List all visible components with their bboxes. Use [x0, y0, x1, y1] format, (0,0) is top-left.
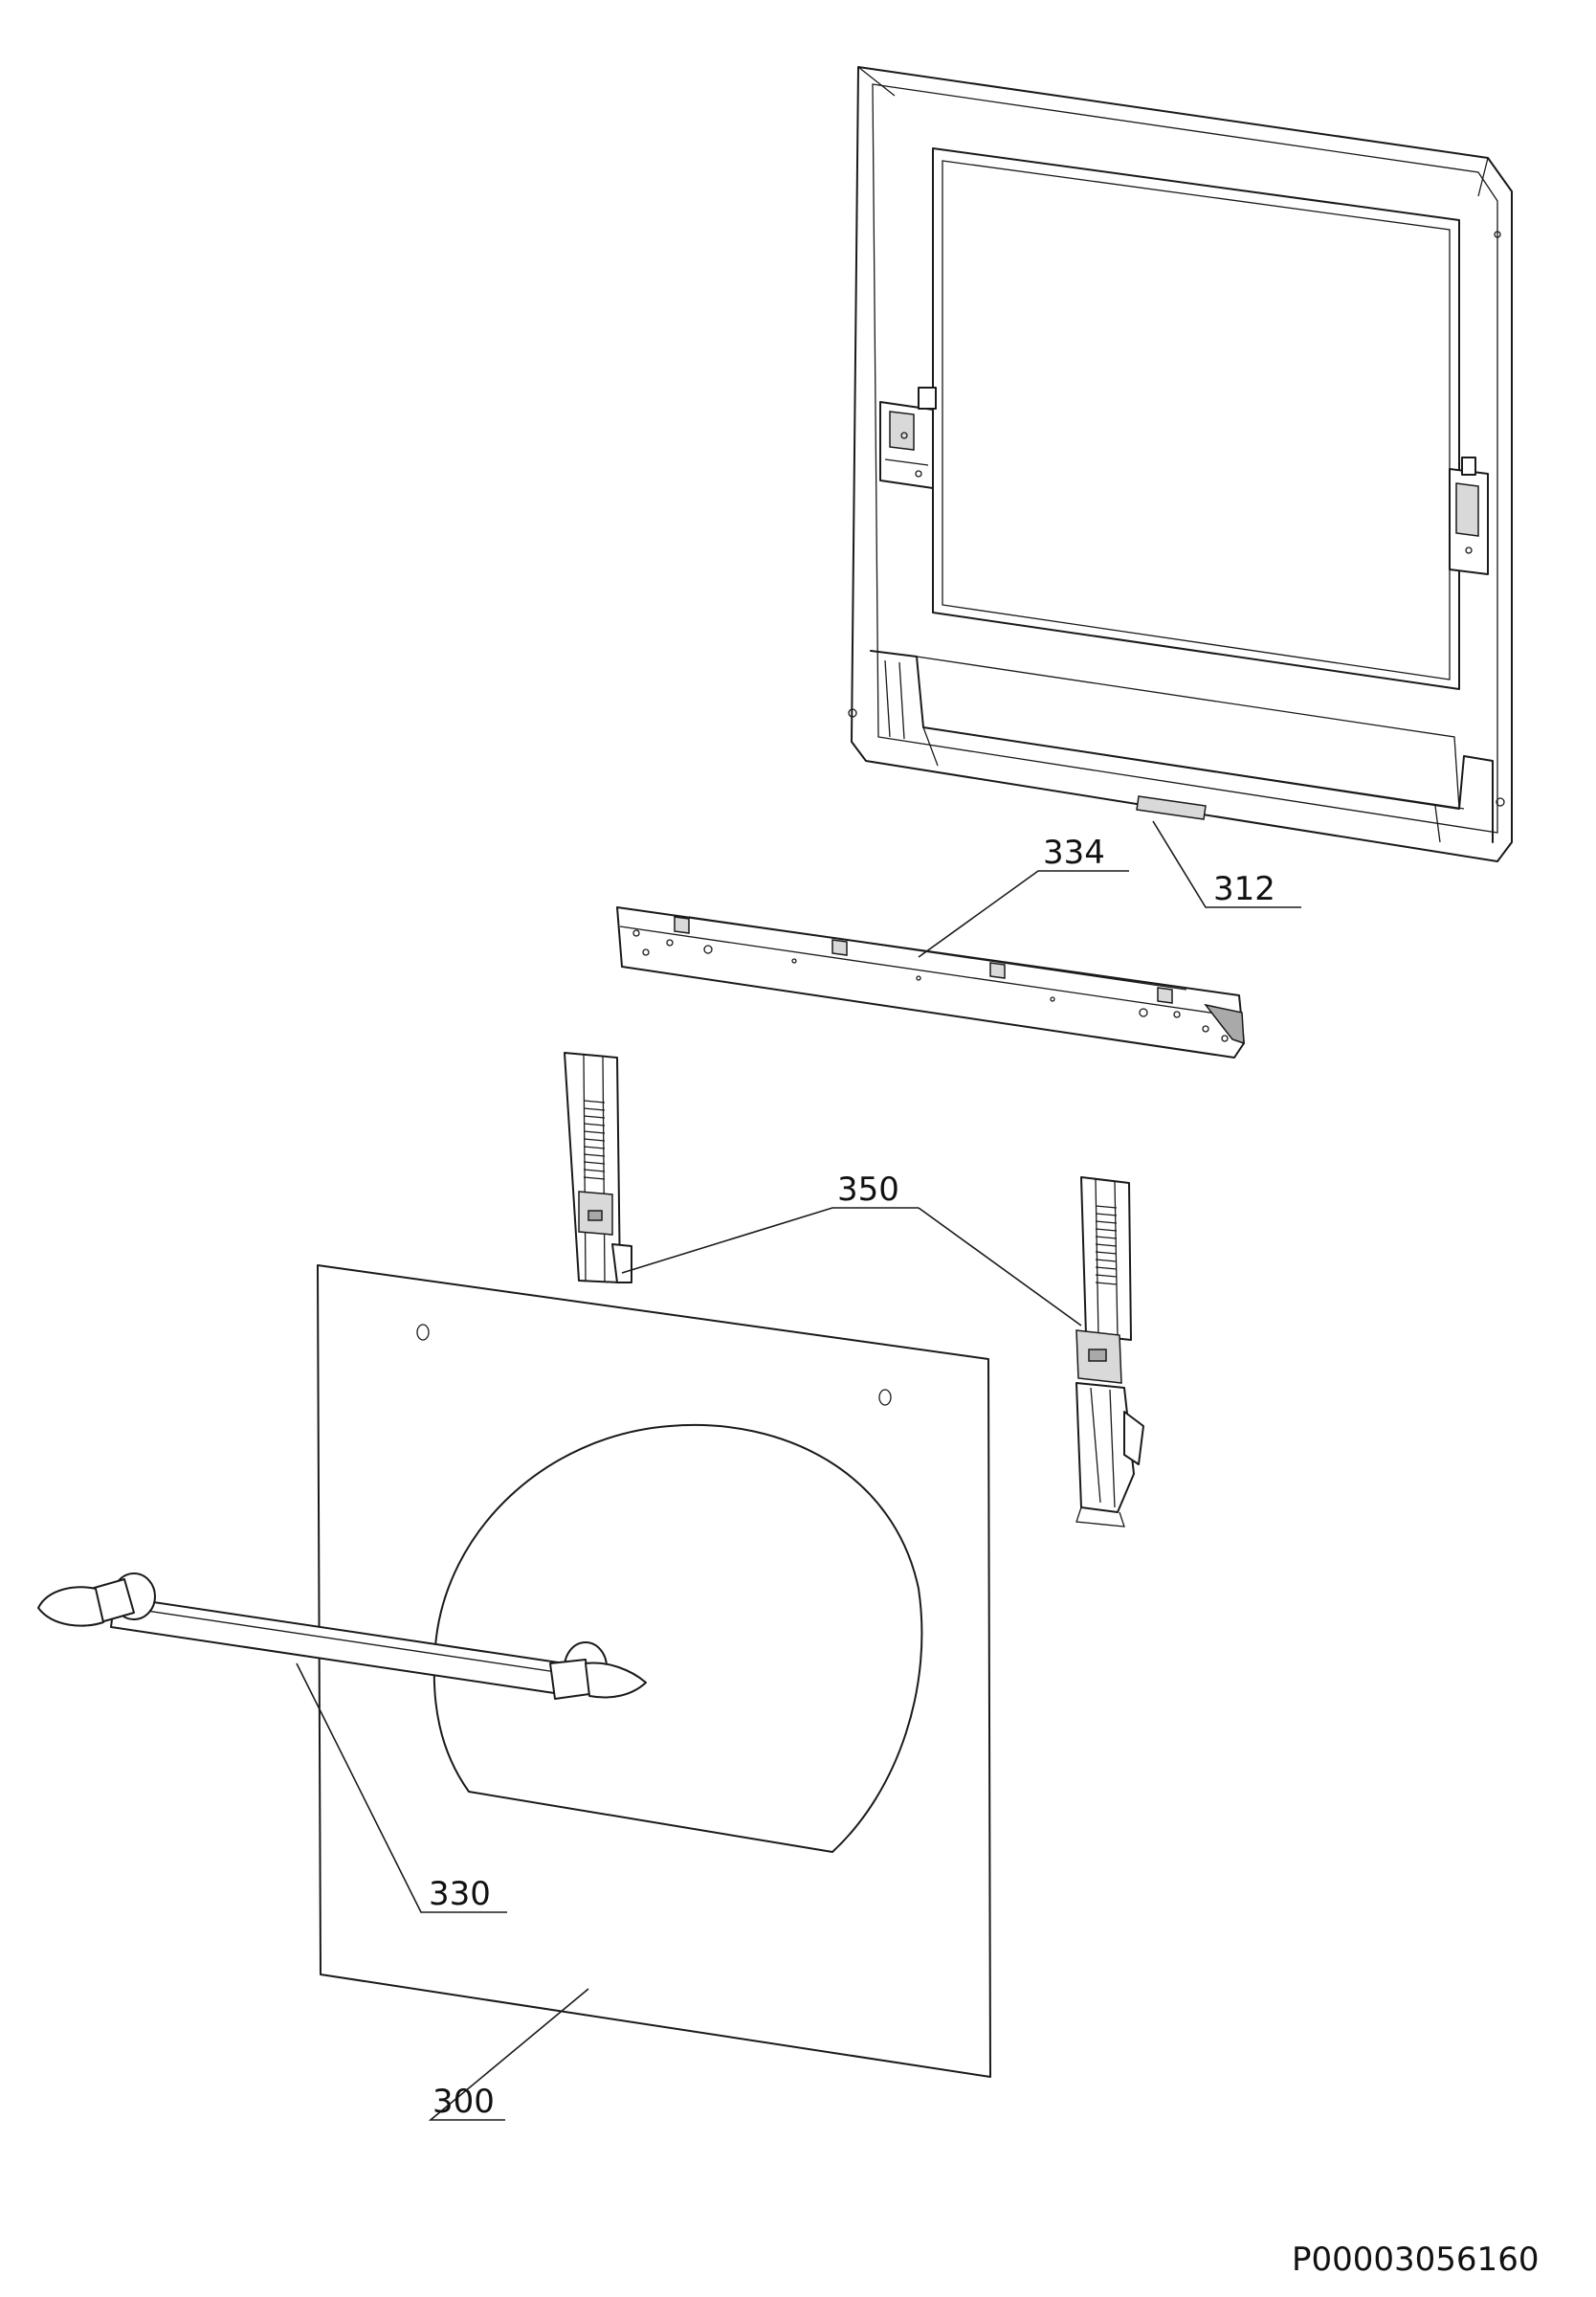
door-frame-part	[848, 66, 1513, 862]
drawing-code: P00003056160	[1292, 2241, 1539, 2279]
label-312: 312	[1213, 870, 1275, 908]
label-330: 330	[429, 1875, 491, 1913]
hinge-left-part	[564, 1052, 632, 1283]
leader-lines	[296, 820, 1301, 2121]
label-350: 350	[837, 1171, 899, 1209]
label-334: 334	[1043, 834, 1105, 872]
handle-part	[37, 1572, 647, 1700]
hinge-rail-part	[616, 906, 1245, 1059]
hinge-right-part	[1075, 1176, 1144, 1528]
label-300: 300	[432, 2083, 495, 2121]
